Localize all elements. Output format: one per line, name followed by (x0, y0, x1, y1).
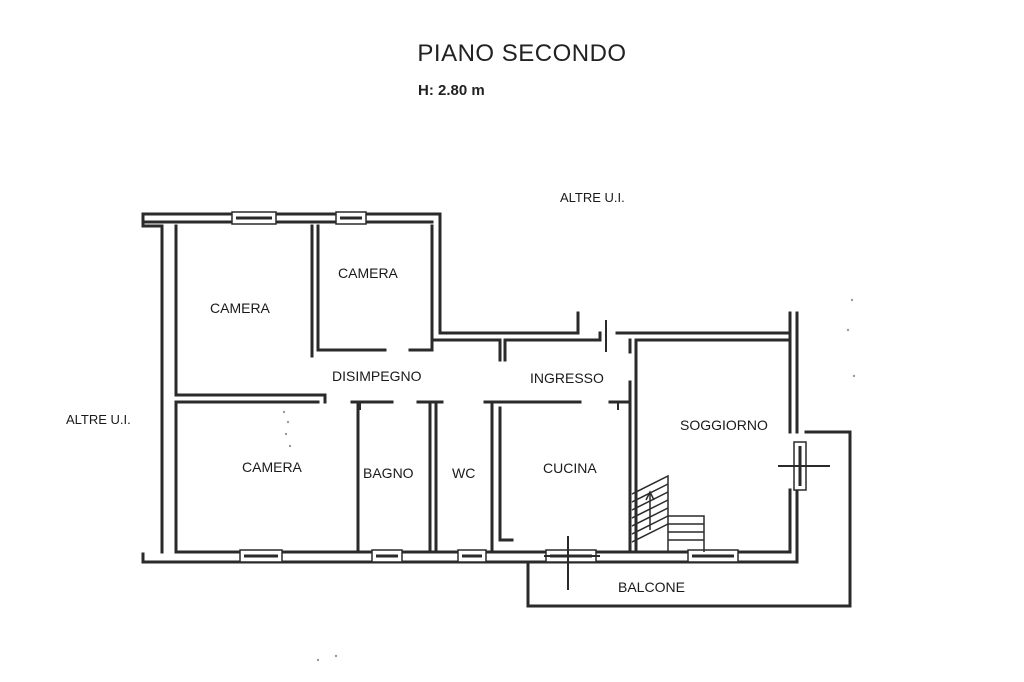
room-soggiorno: SOGGIORNO (680, 417, 768, 433)
staircase (631, 474, 705, 552)
outer-walls (141, 212, 799, 564)
scan-specks (282, 298, 856, 662)
room-wc: WC (452, 465, 475, 481)
balcony-outline (526, 430, 852, 608)
room-camera-top-mid: CAMERA (338, 265, 399, 281)
room-balcone: BALCONE (618, 579, 685, 595)
interior-walls (174, 224, 792, 554)
room-camera-bottom: CAMERA (242, 459, 303, 475)
room-camera-top-left: CAMERA (210, 300, 271, 316)
neighbor-top-label: ALTRE U.I. (560, 190, 625, 205)
neighbor-left-label: ALTRE U.I. (66, 412, 131, 427)
room-disimpegno: DISIMPEGNO (332, 368, 422, 384)
windows (231, 211, 830, 590)
room-cucina: CUCINA (543, 460, 597, 476)
room-ingresso: INGRESSO (530, 370, 604, 386)
room-bagno: BAGNO (363, 465, 414, 481)
plan-title: PIANO SECONDO (417, 40, 627, 67)
labels: ALTRE U.I. ALTRE U.I. CAMERA CAMERA CAME… (66, 190, 768, 595)
ceiling-height: H: 2.80 m (418, 82, 485, 99)
